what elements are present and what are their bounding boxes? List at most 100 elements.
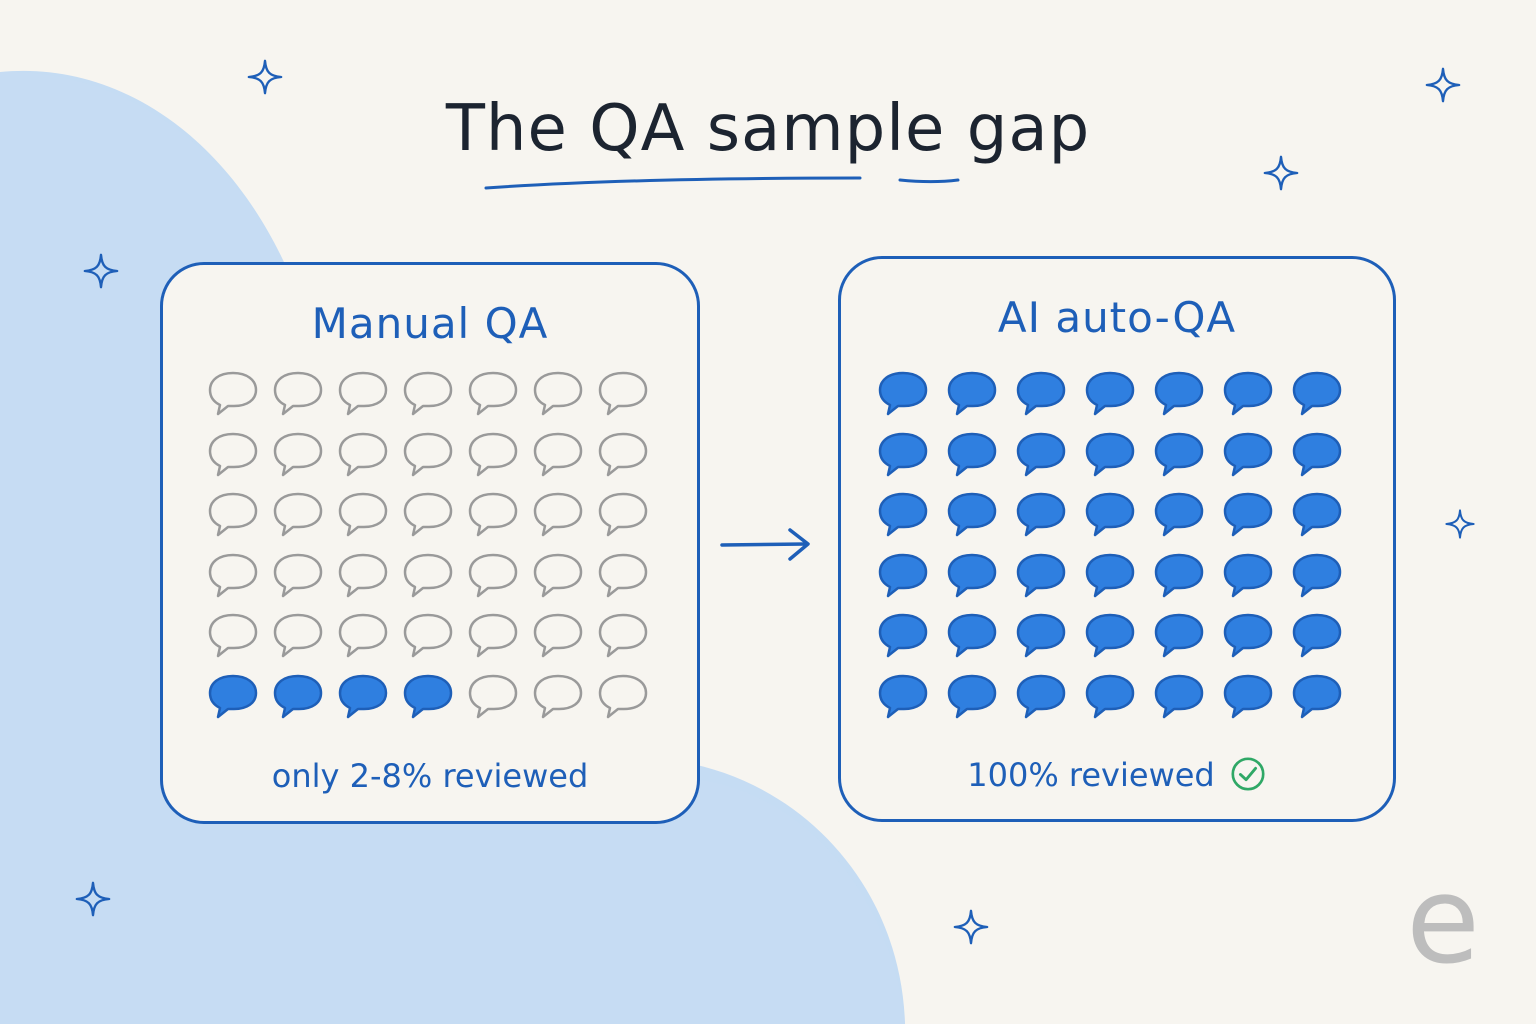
unreviewed-chat-bubble-icon <box>403 492 453 537</box>
sparkle-icon <box>75 881 111 917</box>
unreviewed-chat-bubble-icon <box>403 371 453 416</box>
unreviewed-chat-bubble-icon <box>403 613 453 658</box>
unreviewed-chat-bubble-icon <box>533 432 583 476</box>
unreviewed-chat-bubble-icon <box>338 432 388 476</box>
unreviewed-chat-bubble-icon <box>468 613 518 658</box>
reviewed-chat-bubble-icon <box>1085 613 1135 658</box>
unreviewed-chat-bubble-icon <box>338 613 388 658</box>
reviewed-chat-bubble-icon <box>1292 492 1342 537</box>
reviewed-chat-bubble-icon <box>1085 492 1135 537</box>
unreviewed-chat-bubble-icon <box>533 371 583 416</box>
reviewed-chat-bubble-icon <box>1223 553 1273 597</box>
reviewed-chat-bubble-icon <box>1016 371 1066 416</box>
reviewed-chat-bubble-icon <box>1016 492 1066 537</box>
sparkle-icon <box>83 253 119 289</box>
manual-qa-caption: only 2-8% reviewed <box>271 757 589 795</box>
reviewed-chat-bubble-icon <box>1223 613 1273 658</box>
unreviewed-chat-bubble-icon <box>338 371 388 416</box>
unreviewed-chat-bubble-icon <box>208 432 258 476</box>
manual-qa-panel: Manual QA only 2-8% reviewed <box>160 262 700 824</box>
reviewed-chat-bubble-icon <box>1154 613 1204 658</box>
reviewed-chat-bubble-icon <box>1154 553 1204 597</box>
unreviewed-chat-bubble-icon <box>468 371 518 416</box>
reviewed-chat-bubble-icon <box>1016 432 1066 476</box>
unreviewed-chat-bubble-icon <box>468 553 518 597</box>
reviewed-chat-bubble-icon <box>1085 553 1135 597</box>
reviewed-chat-bubble-icon <box>1292 371 1342 416</box>
reviewed-chat-bubble-icon <box>1223 432 1273 476</box>
sparkle-icon <box>247 59 283 95</box>
ai-auto-qa-heading: AI auto-QA <box>997 293 1237 342</box>
unreviewed-chat-bubble-icon <box>598 432 648 476</box>
reviewed-chat-bubble-icon <box>947 613 997 658</box>
reviewed-chat-bubble-icon <box>878 432 928 476</box>
manual-qa-heading: Manual QA <box>311 299 549 348</box>
reviewed-chat-bubble-icon <box>1016 613 1066 658</box>
reviewed-chat-bubble-icon <box>1016 553 1066 597</box>
reviewed-chat-bubble-icon <box>1016 674 1066 718</box>
unreviewed-chat-bubble-icon <box>273 432 323 476</box>
unreviewed-chat-bubble-icon <box>533 613 583 658</box>
reviewed-chat-bubble-icon <box>1085 674 1135 718</box>
reviewed-chat-bubble-icon <box>878 613 928 658</box>
unreviewed-chat-bubble-icon <box>403 553 453 597</box>
unreviewed-chat-bubble-icon <box>338 553 388 597</box>
sparkle-icon <box>1263 155 1299 191</box>
sparkle-icon <box>953 909 989 945</box>
reviewed-chat-bubble-icon <box>947 553 997 597</box>
reviewed-chat-bubble-icon <box>273 674 323 718</box>
unreviewed-chat-bubble-icon <box>208 492 258 537</box>
reviewed-chat-bubble-icon <box>947 674 997 718</box>
unreviewed-chat-bubble-icon <box>273 492 323 537</box>
unreviewed-chat-bubble-icon <box>598 492 648 537</box>
unreviewed-chat-bubble-icon <box>468 674 518 718</box>
reviewed-chat-bubble-icon <box>947 492 997 537</box>
reviewed-chat-bubble-icon <box>1154 674 1204 718</box>
unreviewed-chat-bubble-icon <box>598 613 648 658</box>
unreviewed-chat-bubble-icon <box>533 553 583 597</box>
reviewed-chat-bubble-icon <box>1154 492 1204 537</box>
unreviewed-chat-bubble-icon <box>208 613 258 658</box>
brand-logo: e <box>1406 852 1480 991</box>
reviewed-chat-bubble-icon <box>1292 432 1342 476</box>
reviewed-chat-bubble-icon <box>1085 432 1135 476</box>
unreviewed-chat-bubble-icon <box>468 492 518 537</box>
unreviewed-chat-bubble-icon <box>273 553 323 597</box>
reviewed-chat-bubble-icon <box>1223 492 1273 537</box>
reviewed-chat-bubble-icon <box>1223 674 1273 718</box>
reviewed-chat-bubble-icon <box>208 674 258 718</box>
unreviewed-chat-bubble-icon <box>533 492 583 537</box>
title-underline <box>484 176 960 190</box>
unreviewed-chat-bubble-icon <box>338 492 388 537</box>
unreviewed-chat-bubble-icon <box>468 432 518 476</box>
unreviewed-chat-bubble-icon <box>533 674 583 718</box>
page-title: The QA sample gap <box>445 92 1091 166</box>
sparkle-icon <box>1425 67 1461 103</box>
reviewed-chat-bubble-icon <box>878 553 928 597</box>
unreviewed-chat-bubble-icon <box>273 613 323 658</box>
unreviewed-chat-bubble-icon <box>208 553 258 597</box>
reviewed-chat-bubble-icon <box>338 674 388 718</box>
reviewed-chat-bubble-icon <box>947 371 997 416</box>
unreviewed-chat-bubble-icon <box>598 553 648 597</box>
ai-auto-qa-caption: 100% reviewed <box>841 755 1393 794</box>
reviewed-chat-bubble-icon <box>1154 371 1204 416</box>
ai-auto-qa-caption-text: 100% reviewed <box>967 756 1215 794</box>
reviewed-chat-bubble-icon <box>1223 371 1273 416</box>
reviewed-chat-bubble-icon <box>878 674 928 718</box>
reviewed-chat-bubble-icon <box>947 432 997 476</box>
reviewed-chat-bubble-icon <box>878 492 928 537</box>
sparkle-icon <box>1445 509 1475 539</box>
unreviewed-chat-bubble-icon <box>598 674 648 718</box>
unreviewed-chat-bubble-icon <box>598 371 648 416</box>
check-circle-icon <box>1231 757 1265 791</box>
arrow-right-icon <box>720 528 810 561</box>
reviewed-chat-bubble-icon <box>1292 613 1342 658</box>
reviewed-chat-bubble-icon <box>1154 432 1204 476</box>
ai-auto-qa-panel: AI auto-QA 100% reviewed <box>838 256 1396 822</box>
reviewed-chat-bubble-icon <box>403 674 453 718</box>
reviewed-chat-bubble-icon <box>1292 674 1342 718</box>
unreviewed-chat-bubble-icon <box>403 432 453 476</box>
unreviewed-chat-bubble-icon <box>208 371 258 416</box>
reviewed-chat-bubble-icon <box>878 371 928 416</box>
